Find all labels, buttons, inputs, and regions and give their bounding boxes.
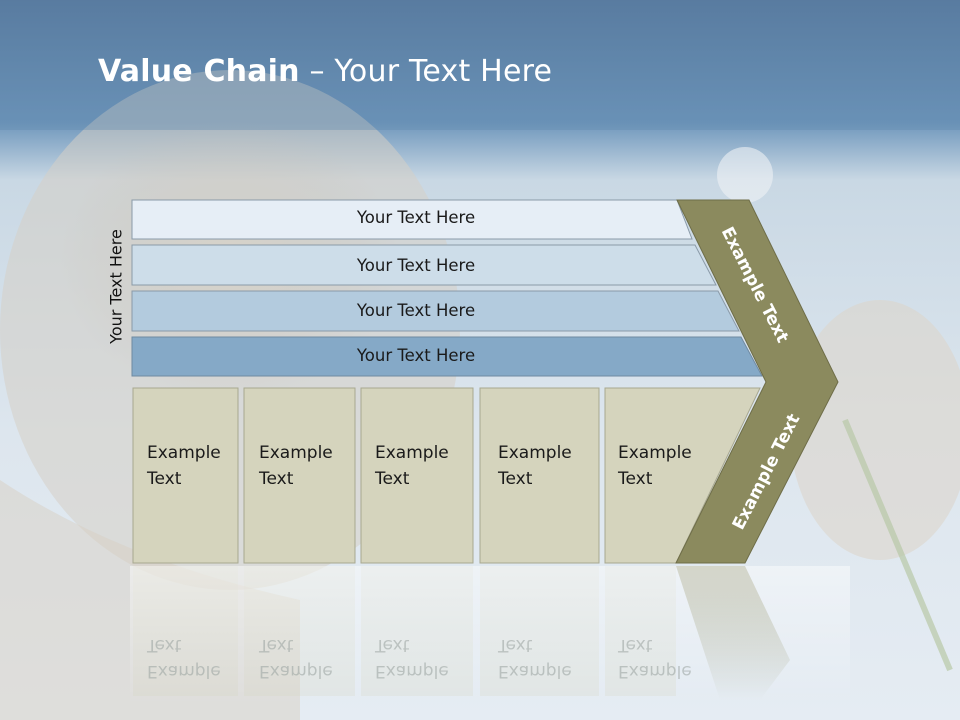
cell-2-reflection-line1: Example [259, 661, 333, 681]
cell-2-reflection-line2: Text [259, 635, 294, 655]
bar-4 [131, 336, 763, 377]
cell-2 [243, 387, 356, 564]
bar-4-label: Your Text Here [356, 346, 476, 365]
cell-4-line2: Text [498, 469, 533, 489]
title-rest: – Your Text Here [299, 54, 553, 89]
bar-1 [131, 199, 693, 240]
cell-3-reflection-line1: Example [375, 661, 449, 681]
bar-3-label: Your Text Here [356, 301, 476, 320]
bar-2 [131, 244, 717, 286]
cell-5-line1: Example [618, 443, 692, 463]
cell-4-line1: Example [498, 443, 572, 463]
cell-3-reflection-line2: Text [375, 635, 410, 655]
cell-1-line2: Text [147, 469, 182, 489]
cell-5-reflection-line1: Example [618, 661, 692, 681]
cell-1-reflection-line2: Text [147, 635, 182, 655]
cell-5-reflection: Example Text [618, 632, 718, 684]
title-bold: Value Chain [98, 54, 300, 89]
cell-3-line2: Text [375, 469, 410, 489]
cell-1-line1: Example [147, 443, 221, 463]
cell-2-line2: Text [259, 469, 294, 489]
cell-3-reflection: Example Text [375, 632, 475, 684]
cell-5-line2: Text [618, 469, 653, 489]
chevron-arrow [675, 199, 839, 564]
bar-1-label: Your Text Here [356, 208, 476, 227]
side-label: Your Text Here [106, 229, 126, 344]
bar-3 [131, 290, 740, 332]
cell-2-line1: Example [259, 443, 333, 463]
cell-5-reflection-line2: Text [618, 635, 653, 655]
cell-4-reflection: Example Text [498, 632, 598, 684]
cell-2-reflection: Example Text [259, 632, 359, 684]
cell-3 [360, 387, 474, 564]
cell-4-reflection-line1: Example [498, 661, 572, 681]
cell-4 [479, 387, 600, 564]
cell-1-reflection-line1: Example [147, 661, 221, 681]
bar-2-label: Your Text Here [356, 256, 476, 275]
slide-title: Value Chain – Your Text Here [98, 54, 552, 89]
cell-1-reflection: Example Text [147, 632, 247, 684]
cell-4-reflection-line2: Text [498, 635, 533, 655]
cell-1 [132, 387, 239, 564]
cell-3-line1: Example [375, 443, 449, 463]
